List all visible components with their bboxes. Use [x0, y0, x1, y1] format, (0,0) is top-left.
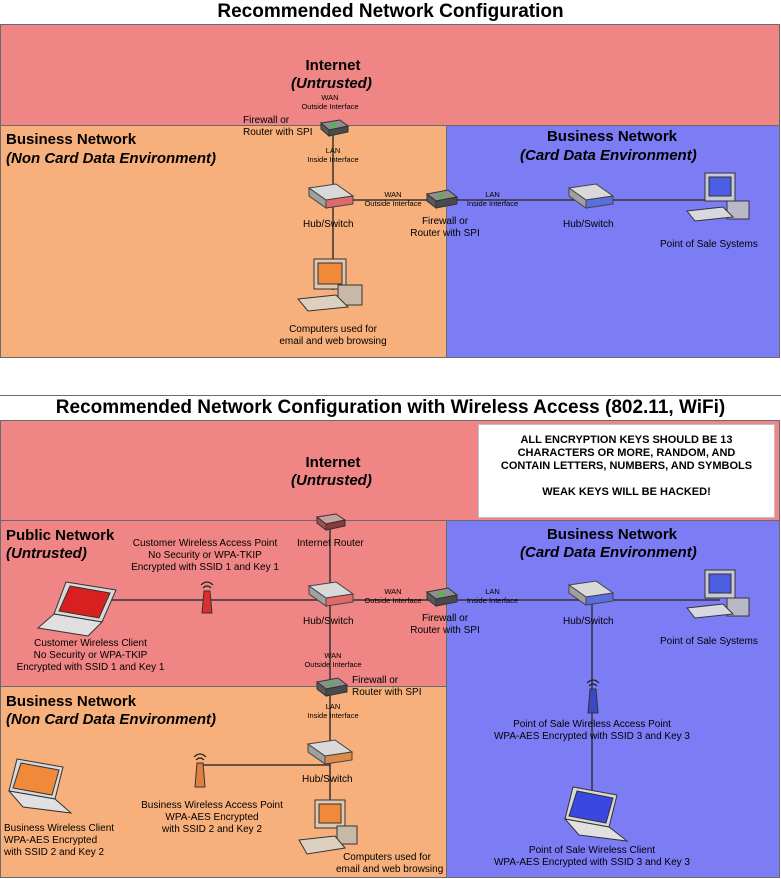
- d2-pos-label: Point of Sale Systems: [660, 636, 758, 647]
- d2-top-border: [0, 395, 781, 396]
- laptop-icon: [36, 581, 117, 637]
- encryption-warning-box: ALL ENCRYPTION KEYS SHOULD BE 13 CHARACT…: [478, 424, 775, 518]
- switch-icon: [567, 580, 615, 606]
- router-icon: [319, 119, 350, 138]
- d1-card-zone: [446, 125, 780, 358]
- switch-icon: [567, 183, 615, 209]
- d2-card-subtitle: (Card Data Environment): [520, 544, 697, 561]
- d2-internet-router-label: Internet Router: [297, 538, 364, 549]
- computer-icon: [686, 172, 750, 222]
- computer-icon: [297, 258, 363, 312]
- diagram1-title: Recommended Network Configuration: [217, 1, 564, 22]
- laptop-icon: [563, 786, 629, 842]
- d2-hub-business-label: Hub/Switch: [302, 774, 353, 785]
- d1-noncard-subtitle: (Non Card Data Environment): [6, 150, 217, 167]
- d2-card-title: Business Network: [546, 526, 678, 543]
- d1-noncard-zone: [0, 125, 447, 358]
- d2-noncard-subtitle: (Non Card Data Environment): [6, 711, 217, 728]
- d2-hub-public-label: Hub/Switch: [303, 616, 354, 627]
- computer-icon: [686, 569, 750, 619]
- switch-icon: [307, 581, 355, 607]
- switch-icon: [306, 739, 354, 765]
- d1-internet-subtitle: (Untrusted): [291, 75, 372, 92]
- wireless-access-point-icon: [200, 581, 214, 614]
- wireless-access-point-icon: [193, 753, 207, 788]
- firewall-icon: [425, 587, 459, 608]
- firewall-icon: [425, 189, 459, 210]
- firewall-icon: [315, 677, 349, 698]
- diagram2-title: Recommended Network Configuration with W…: [55, 397, 726, 418]
- d1-card-title: Business Network: [546, 128, 678, 145]
- d1-pos-label: Point of Sale Systems: [660, 239, 758, 250]
- d1-hub-left-label: Hub/Switch: [303, 219, 354, 230]
- d2-public-subtitle: (Untrusted): [6, 545, 87, 562]
- d1-internet-title: Internet: [305, 57, 361, 74]
- d2-internet-subtitle: (Untrusted): [291, 472, 372, 489]
- switch-icon: [307, 183, 355, 209]
- d1-card-subtitle: (Card Data Environment): [520, 147, 697, 164]
- computer-icon: [298, 799, 358, 855]
- d2-public-title: Public Network: [6, 527, 115, 544]
- laptop-icon: [7, 758, 73, 814]
- d2-internet-title: Internet: [305, 454, 361, 471]
- wireless-access-point-icon: [586, 679, 600, 714]
- d2-business-client-label: Business Wireless Client WPA-AES Encrypt…: [4, 823, 115, 858]
- d2-hub-card-label: Hub/Switch: [563, 616, 614, 627]
- d2-noncard-zone: [0, 686, 447, 878]
- d1-internet-zone: [0, 24, 780, 127]
- d1-hub-right-label: Hub/Switch: [563, 219, 614, 230]
- d1-noncard-title: Business Network: [6, 131, 137, 148]
- d2-noncard-title: Business Network: [6, 693, 137, 710]
- router-icon: [315, 513, 347, 532]
